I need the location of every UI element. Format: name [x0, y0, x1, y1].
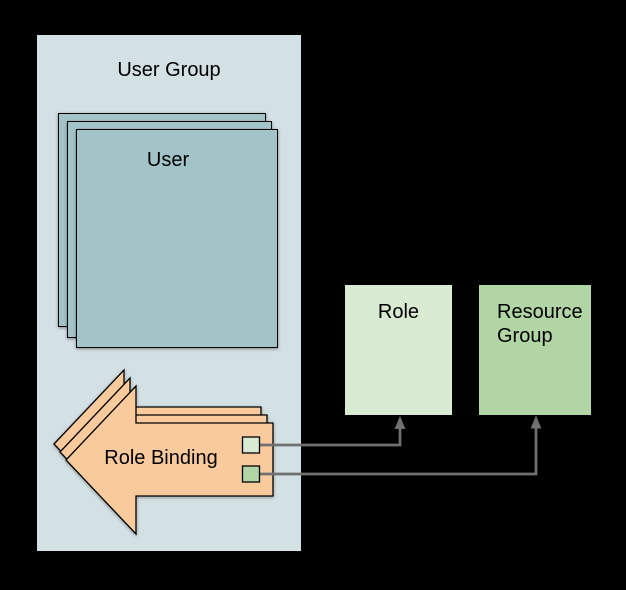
user-label: User — [146, 149, 190, 171]
user-node-front[interactable] — [76, 129, 278, 348]
role-binding-stack — [53, 368, 274, 536]
resource-group-label: Resource Group — [497, 301, 583, 347]
role-label: Role — [377, 301, 420, 323]
connector-to-resource-group[interactable] — [258, 428, 538, 476]
connector-to-role-group — [258, 416, 406, 447]
connector-to-role-arrowhead — [394, 416, 406, 429]
role-binding-ports — [241, 436, 261, 483]
resource-group-node[interactable]: Resource Group — [478, 284, 592, 416]
connector-to-resource-group-group — [258, 415, 542, 476]
role-binding-label: Role Binding — [104, 447, 218, 469]
role-binding-arrow-front[interactable] — [65, 384, 274, 536]
connector-to-role[interactable] — [258, 428, 402, 447]
connector-to-resource-group-arrowhead — [530, 415, 542, 429]
user-group-label: User Group — [117, 59, 221, 81]
role-node[interactable]: Role — [344, 284, 453, 416]
role-port[interactable] — [241, 436, 261, 454]
resource-group-port[interactable] — [241, 465, 261, 483]
